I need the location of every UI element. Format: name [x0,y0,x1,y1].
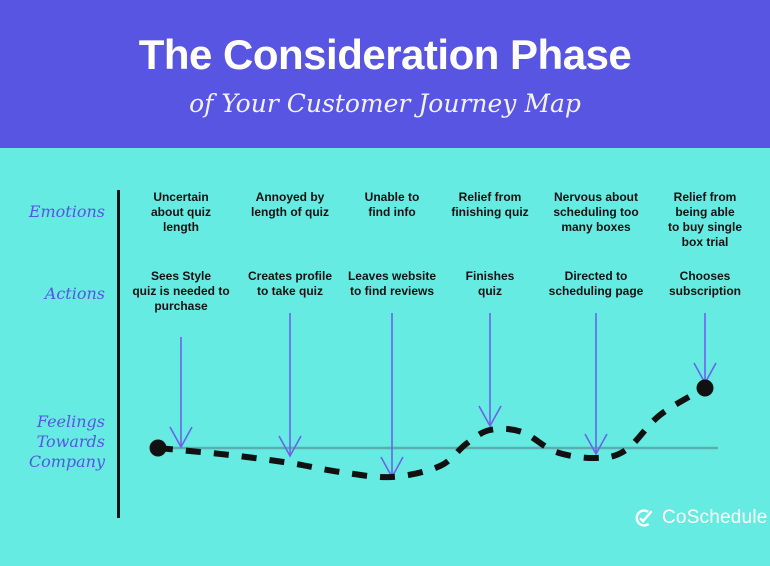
emotion-text-6: Relief from being able to buy single box… [667,190,742,249]
chart-body [0,148,770,566]
row-label-actions: Actions [44,284,105,303]
vertical-divider [117,190,120,518]
emotion-text-5: Nervous about scheduling too many boxes [553,190,639,234]
page-title: The Consideration Phase [138,31,632,78]
emotion-text-1: Uncertain about quiz length [151,190,211,234]
action-text-3: Leaves website to find reviews [347,269,437,298]
emotion-text-4: Relief from finishing quiz [451,190,529,219]
page-subtitle: of Your Customer Journey Map [189,89,581,118]
action-text-1: Sees Style quiz is needed to purchase [132,269,230,313]
action-text-2: Creates profile to take quiz [247,269,333,298]
action-text-6: Chooses subscription [668,269,741,298]
circle-check-icon [635,509,653,527]
header-banner: The Consideration Phase of Your Customer… [0,0,770,148]
coschedule-logo[interactable]: CoSchedule [633,505,768,531]
action-text-5: Directed to scheduling page [548,269,644,298]
emotion-text-2: Annoyed by length of quiz [251,190,329,219]
emotion-text-3: Unable to find info [364,190,420,219]
row-label-emotions: Emotions [28,202,105,221]
action-text-4: Finishes quiz [465,269,515,298]
logo-wordmark: CoSchedule [662,507,768,528]
row-label-feelings: Feelings Towards Company [28,412,105,471]
